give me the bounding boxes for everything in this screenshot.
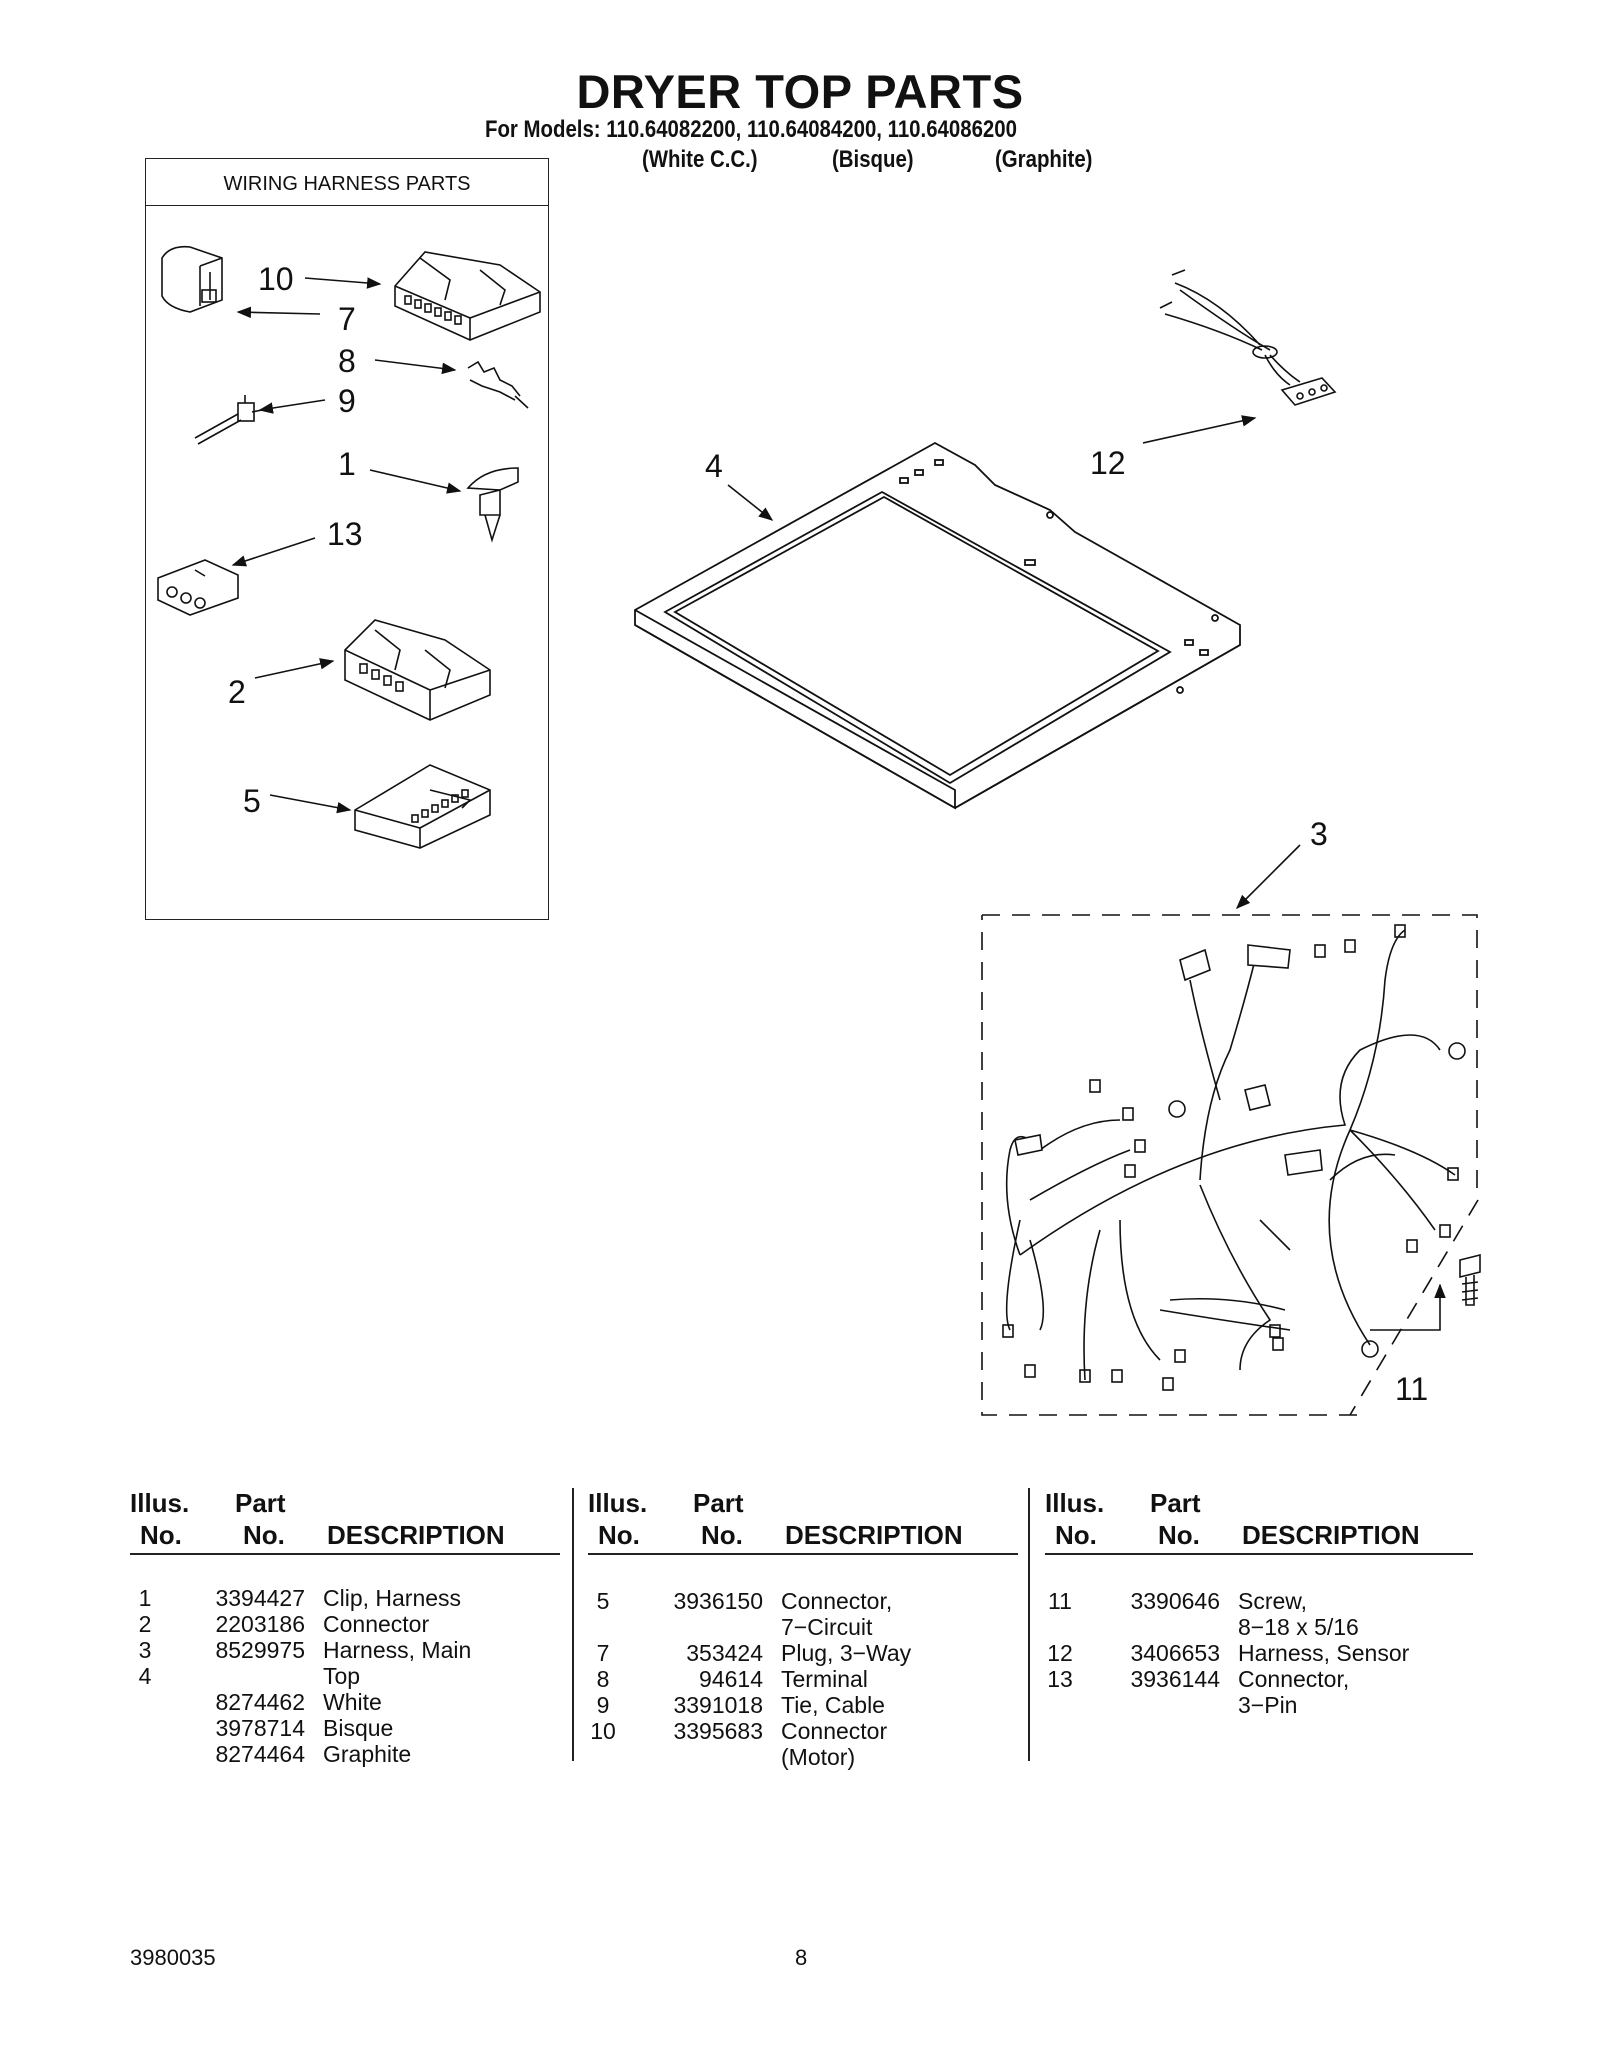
connector-illustration — [344, 619, 491, 721]
table-row-description: 7−Circuit — [781, 1614, 873, 1640]
table-row-description: Graphite — [323, 1741, 412, 1767]
callout-3: 3 — [1310, 816, 1328, 852]
callout-12: 12 — [1090, 445, 1126, 481]
table-row-part: 94614 — [699, 1666, 763, 1692]
column-divider — [1028, 1488, 1030, 1761]
table-row-part: 8529975 — [215, 1637, 305, 1663]
sensor-harness-illustration — [1159, 269, 1337, 406]
column-divider — [572, 1488, 574, 1761]
header-part: Part — [235, 1488, 286, 1518]
table-row-part: 3394427 — [215, 1585, 305, 1611]
table-row-description: Connector — [323, 1611, 430, 1637]
header-part-no: No. — [1158, 1520, 1200, 1550]
header-illus-no: No. — [598, 1520, 640, 1550]
table-row-illus: 12 — [1047, 1640, 1073, 1666]
table-row-description: Harness, Main — [323, 1637, 472, 1663]
table-row-part: 3395683 — [673, 1718, 763, 1744]
table-row-illus: 13 — [1047, 1666, 1073, 1692]
wiring-harness-parts-box: WIRING HARNESS PARTS — [145, 158, 549, 920]
wiring-harness-parts-title: WIRING HARNESS PARTS — [146, 159, 548, 206]
table-row-part: 3936150 — [673, 1588, 763, 1614]
table-row-illus: 4 — [138, 1663, 152, 1689]
table-row-illus: 11 — [1048, 1588, 1072, 1614]
table-row-illus: 8 — [596, 1666, 610, 1692]
variant-white: (White C.C.) — [642, 146, 758, 173]
table-row-part: 3391018 — [673, 1692, 763, 1718]
header-illus-no: No. — [140, 1520, 182, 1550]
table-row-description: Screw, — [1238, 1588, 1308, 1614]
table-row-description: Tie, Cable — [781, 1692, 885, 1718]
header-description: DESCRIPTION — [327, 1520, 505, 1550]
header-rule — [130, 1553, 560, 1555]
table-row-part: 3390646 — [1130, 1588, 1220, 1614]
header-part: Part — [693, 1488, 744, 1518]
header-illus: Illus. — [588, 1488, 648, 1518]
table-row-illus: 7 — [596, 1640, 610, 1666]
callout-5: 5 — [243, 783, 261, 819]
screw-illustration — [1459, 1253, 1481, 1306]
callout-7: 7 — [338, 301, 356, 337]
callout-13: 13 — [327, 516, 363, 552]
plug-3way-illustration — [161, 245, 223, 313]
connector-7circuit-illustration — [354, 764, 491, 849]
table-row-description: Connector, — [781, 1588, 893, 1614]
header-part: Part — [1150, 1488, 1201, 1518]
dryer-top-illustration — [634, 441, 1241, 810]
table-row-description: 8−18 x 5/16 — [1238, 1614, 1359, 1640]
table-row-description: Terminal — [781, 1666, 868, 1692]
table-row-illus: 9 — [596, 1692, 610, 1718]
callout-10: 10 — [258, 261, 294, 297]
page-title: DRYER TOP PARTS — [576, 65, 1024, 118]
callout-11: 11 — [1395, 1371, 1428, 1407]
variant-bisque: (Bisque) — [832, 146, 914, 173]
callout-4: 4 — [705, 448, 723, 484]
connector-3pin-illustration — [157, 559, 239, 616]
table-row-description: Harness, Sensor — [1238, 1640, 1410, 1666]
table-row-description: Connector, — [1238, 1666, 1350, 1692]
variant-graphite: (Graphite) — [995, 146, 1093, 173]
header-illus: Illus. — [130, 1488, 190, 1518]
table-row-illus: 5 — [596, 1588, 610, 1614]
callout-8: 8 — [338, 343, 356, 379]
header-rule — [1045, 1553, 1473, 1555]
table-row-illus: 10 — [590, 1718, 616, 1744]
document-number: 3980035 — [130, 1945, 216, 1970]
table-row-description: Bisque — [323, 1715, 394, 1741]
header-illus-no: No. — [1055, 1520, 1097, 1550]
table-row-part: 8274462 — [215, 1689, 305, 1715]
table-row-description: White — [323, 1689, 382, 1715]
clip-harness-illustration — [466, 467, 519, 543]
table-row-description: Connector — [781, 1718, 888, 1744]
table-row-description: (Motor) — [781, 1744, 856, 1770]
exploded-parts-diagram: 10 7 8 9 1 13 2 5 4 12 3 11 — [157, 245, 1481, 1416]
connector-motor-illustration — [394, 251, 541, 341]
page-number: 8 — [795, 1945, 808, 1970]
table-row-illus: 1 — [138, 1585, 152, 1611]
table-row-part: 2203186 — [215, 1611, 305, 1637]
table-row-part: 3936144 — [1130, 1666, 1220, 1692]
header-part-no: No. — [243, 1520, 285, 1550]
table-row-part: 3406653 — [1130, 1640, 1220, 1666]
header-part-no: No. — [701, 1520, 743, 1550]
models-line: For Models: 110.64082200, 110.64084200, … — [485, 116, 1017, 143]
table-row-part: 353424 — [686, 1640, 763, 1666]
table-row-illus: 3 — [138, 1637, 152, 1663]
header-description: DESCRIPTION — [1242, 1520, 1420, 1550]
callout-9: 9 — [338, 383, 356, 419]
callout-2: 2 — [228, 674, 246, 710]
table-row-description: Clip, Harness — [323, 1585, 462, 1611]
table-row-description: Top — [323, 1663, 361, 1689]
header-rule — [588, 1553, 1018, 1555]
table-row-illus: 2 — [138, 1611, 152, 1637]
terminal-illustration — [467, 360, 529, 409]
header-illus: Illus. — [1045, 1488, 1105, 1518]
table-row-part: 8274464 — [215, 1741, 305, 1767]
main-harness-illustration — [981, 914, 1479, 1416]
table-row-description: Plug, 3−Way — [781, 1640, 912, 1666]
header-description: DESCRIPTION — [785, 1520, 963, 1550]
callout-1: 1 — [338, 446, 356, 482]
cable-tie-illustration — [194, 395, 263, 445]
table-row-part: 3978714 — [215, 1715, 305, 1741]
table-row-description: 3−Pin — [1238, 1692, 1298, 1718]
